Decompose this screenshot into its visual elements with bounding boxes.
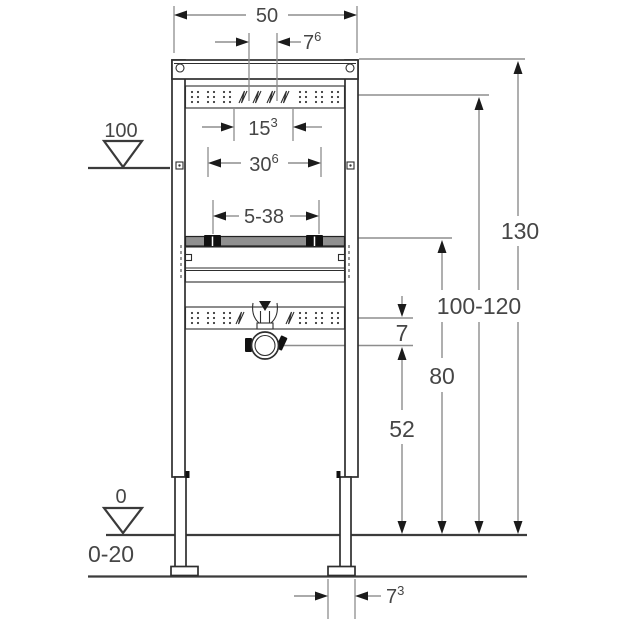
right-foot — [327, 565, 356, 577]
left-leg-lock — [185, 471, 190, 478]
dim-offset-and-trap-height: 7 52 — [389, 296, 415, 534]
arrowhead-left — [293, 122, 306, 132]
level-triangle-icon — [101, 139, 145, 169]
pipe-clamp-ring-inner — [254, 334, 276, 357]
arrowhead-right — [236, 37, 249, 47]
dim-superscript: 3 — [397, 583, 404, 598]
arrowhead-right — [344, 10, 357, 20]
arrowhead-right — [221, 122, 234, 132]
dim-value: 30 — [249, 154, 271, 176]
rail-hole-right-dot — [349, 164, 352, 167]
drain-socket-horn-left — [252, 302, 260, 324]
pipe-clamp — [245, 331, 288, 360]
arrowhead-right — [308, 158, 321, 168]
drain-socket — [252, 301, 278, 330]
box-screw-left-icon — [184, 253, 193, 262]
dim-label-tap-plate-height: 100-120 — [437, 293, 521, 319]
arrowhead-down — [397, 521, 407, 534]
arrowhead-left — [174, 10, 187, 20]
dim-tap-spacing: 76 — [215, 29, 321, 101]
arrowhead-up — [474, 97, 484, 110]
dim-label-trap-height: 52 — [389, 416, 415, 442]
corner-screw-left-icon — [175, 63, 185, 73]
dim-label-frame-width: 50 — [256, 5, 278, 27]
dim-superscript: 6 — [314, 29, 321, 44]
dim-label-foot-width: 73 — [386, 583, 404, 608]
arrowhead-left — [213, 211, 226, 221]
dim-label-offset: 7 — [396, 320, 409, 346]
dim-value: 7 — [386, 586, 397, 608]
dim-frame-width: 50 — [173, 5, 358, 53]
arrowhead-right — [315, 591, 328, 601]
arrowhead-right — [306, 211, 319, 221]
dim-label-frame-height: 130 — [501, 218, 539, 244]
level-marker-0: 0 — [101, 486, 145, 535]
floor-buildup-label: 0-20 — [88, 541, 134, 567]
dim-label-plate-width: 306 — [249, 151, 278, 176]
dim-superscript: 3 — [271, 115, 278, 130]
dim-label-slot-spacing: 153 — [248, 115, 277, 140]
frame-right-rail — [344, 59, 359, 478]
arrowhead-down — [437, 521, 447, 534]
left-leg — [174, 476, 187, 569]
drain-socket-top — [259, 301, 271, 311]
level-marker-100: 100 — [88, 120, 170, 170]
arrowhead-left — [355, 591, 368, 601]
corner-screw-right-icon — [345, 63, 355, 73]
pipe-clamp-hinge — [245, 338, 252, 352]
dim-label-rail-range: 5-38 — [244, 206, 284, 228]
level-triangle-icon — [101, 506, 145, 535]
arrowhead-down — [474, 521, 484, 534]
dim-superscript: 6 — [272, 151, 279, 166]
arrowhead-up — [513, 61, 523, 74]
dim-rail-height: 80 — [429, 240, 455, 534]
drain-socket-horn-right — [270, 302, 278, 324]
frame-top-rail — [171, 59, 359, 80]
rail-hole-left-dot — [178, 164, 181, 167]
dim-plate-width: 306 — [207, 147, 322, 177]
dim-value: 7 — [303, 32, 314, 54]
right-leg-lock — [336, 471, 341, 478]
arrowhead-up — [437, 240, 447, 253]
dim-frame-height: 130 — [501, 61, 539, 534]
fixing-rail — [184, 235, 346, 247]
dim-foot-width: 73 — [294, 579, 404, 619]
frame-left-rail — [171, 59, 186, 478]
drain-socket-base — [256, 322, 274, 330]
dim-label-rail-height: 80 — [429, 363, 455, 389]
dim-slot-spacing: 153 — [202, 109, 322, 141]
dim-tap-plate-height: 100-120 — [437, 97, 521, 534]
arrowhead-left — [208, 158, 221, 168]
dim-label-tap-spacing: 76 — [303, 29, 321, 54]
arrowhead-up — [397, 347, 407, 360]
level-label-0: 0 — [115, 486, 126, 508]
dim-rail-range: 5-38 — [212, 200, 320, 234]
arrowhead-down — [513, 521, 523, 534]
arrowhead-left — [277, 37, 290, 47]
box-screw-right-icon — [337, 253, 346, 262]
support-box — [184, 246, 346, 283]
right-leg — [339, 476, 352, 569]
level-label-100: 100 — [104, 120, 137, 142]
dim-value: 15 — [248, 118, 270, 140]
arrowhead-down — [397, 304, 407, 317]
left-foot — [170, 565, 199, 577]
tap-mounting-plate — [184, 85, 346, 109]
